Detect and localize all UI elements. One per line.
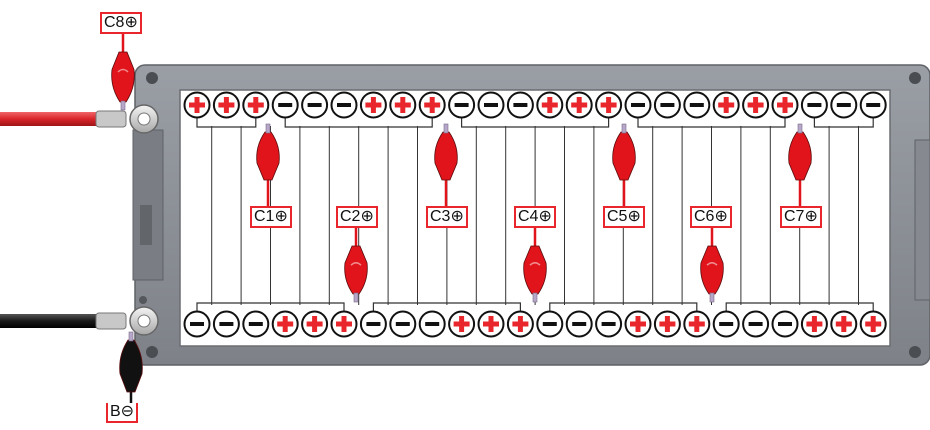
clip-body	[788, 131, 812, 181]
balance-clip-red	[612, 123, 636, 181]
external-leads	[111, 32, 143, 405]
clip-body	[344, 245, 368, 295]
bottom-terminals	[183, 310, 887, 338]
balance-clip-red	[523, 245, 547, 303]
minus-sign	[748, 322, 763, 326]
clip-jaw	[353, 292, 359, 303]
plus-sign	[659, 321, 676, 327]
top-bus-rail	[813, 117, 874, 128]
label-b: B⊖	[106, 403, 139, 423]
b-clip	[119, 331, 143, 393]
clip-jaw	[120, 100, 126, 111]
clip-body	[700, 245, 724, 295]
minus-sign	[454, 103, 469, 107]
balance-clip-red	[256, 123, 280, 181]
minus-sign	[278, 103, 293, 107]
minus-sign	[836, 103, 851, 107]
balance-clip-red	[434, 123, 458, 181]
clip-jaw	[265, 123, 271, 134]
plus-sign	[336, 321, 352, 327]
label-c7: C7⊕	[780, 206, 822, 228]
minus-sign	[601, 322, 616, 326]
plus-sign	[806, 321, 823, 327]
clip-highlight	[117, 68, 129, 73]
plus-sign	[718, 102, 735, 108]
plus-sign	[688, 321, 705, 327]
plus-sign	[541, 102, 558, 108]
label-c8: C8⊕	[100, 12, 142, 34]
plus-sign	[512, 321, 529, 327]
plus-sign	[306, 321, 323, 327]
clip-body	[256, 131, 280, 181]
minus-sign	[248, 322, 263, 326]
cell-dividers	[211, 126, 859, 305]
clip-jaw	[621, 123, 627, 134]
minus-sign	[337, 103, 351, 107]
minus-sign	[425, 322, 440, 326]
minus-sign	[219, 322, 234, 326]
positive-main-wire	[0, 104, 159, 134]
plus-sign	[747, 102, 764, 108]
minus-sign	[542, 322, 557, 326]
plus-sign	[865, 321, 882, 327]
minus-sign	[572, 322, 587, 326]
label-c6: C6⊕	[690, 206, 732, 228]
clip-jaw	[797, 123, 803, 134]
clip-jaw	[443, 123, 449, 134]
balance-clip-red	[344, 245, 368, 303]
minus-sign	[807, 103, 822, 107]
balance-clip-red	[788, 123, 812, 181]
minus-sign	[660, 103, 675, 107]
minus-sign	[719, 322, 734, 326]
clip-body	[119, 339, 143, 393]
plus-sign	[483, 321, 499, 327]
minus-sign	[778, 322, 792, 326]
clip-highlight	[706, 262, 718, 266]
clip-highlight	[529, 262, 541, 266]
clip-body	[434, 131, 458, 181]
c8-clip	[111, 51, 135, 111]
clip-jaw	[128, 331, 134, 342]
clip-body	[111, 51, 135, 103]
negative-main-wire	[0, 306, 159, 336]
plus-sign	[777, 102, 793, 108]
plus-sign	[394, 102, 411, 108]
minus-sign	[307, 103, 322, 107]
plus-sign	[453, 321, 470, 327]
minus-sign	[395, 322, 410, 326]
clip-highlight	[350, 262, 362, 266]
plus-sign	[218, 102, 235, 108]
plus-sign	[424, 102, 441, 108]
plus-sign	[189, 102, 205, 108]
label-c2: C2⊕	[336, 206, 378, 228]
label-c3: C3⊕	[426, 206, 468, 228]
minus-sign	[689, 103, 704, 107]
plus-sign	[630, 321, 646, 327]
clip-body	[523, 245, 547, 295]
minus-sign	[484, 103, 498, 107]
plus-sign	[835, 321, 852, 327]
minus-sign	[631, 103, 645, 107]
label-c1: C1⊕	[250, 206, 292, 228]
balance-clip-red	[700, 245, 724, 303]
balance-leads	[256, 123, 812, 303]
plus-sign	[247, 102, 264, 108]
top-terminals	[183, 91, 887, 119]
clip-body	[612, 131, 636, 181]
plus-sign	[571, 102, 588, 108]
clip-jaw	[532, 292, 538, 303]
minus-sign	[513, 103, 528, 107]
label-c5: C5⊕	[603, 206, 645, 228]
clip-jaw	[709, 292, 715, 303]
top-bus-rail	[196, 117, 257, 128]
minus-sign	[866, 103, 881, 107]
plus-sign	[365, 102, 382, 108]
minus-sign	[190, 322, 204, 326]
label-c4: C4⊕	[514, 206, 556, 228]
plus-sign	[600, 102, 617, 108]
plus-sign	[277, 321, 294, 327]
minus-sign	[366, 322, 381, 326]
